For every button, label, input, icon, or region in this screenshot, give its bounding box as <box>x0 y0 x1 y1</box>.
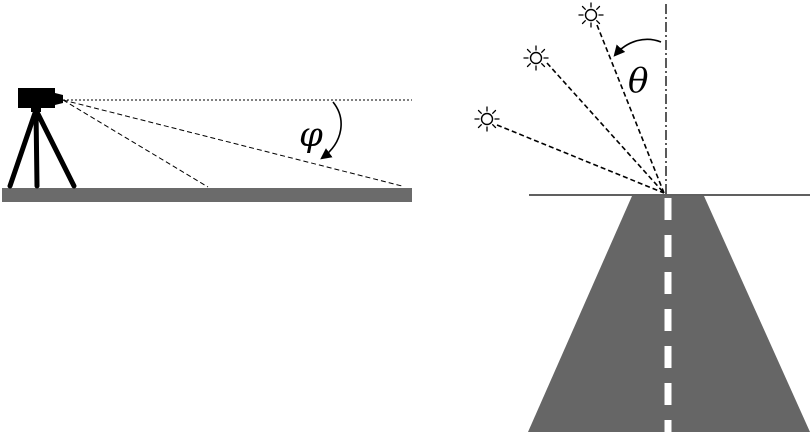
sun-icon <box>474 106 500 132</box>
sun-icon <box>578 2 604 28</box>
sight-line-far <box>62 99 403 187</box>
angle-label-phi: φ <box>299 115 323 155</box>
camera-on-tripod-icon <box>7 88 77 189</box>
sight-line-near <box>62 99 209 188</box>
sun-icon <box>523 45 549 71</box>
phi-angle-arc <box>320 101 342 160</box>
sun-ray-high <box>596 24 665 194</box>
camera-panel: φ <box>2 88 412 202</box>
ground-slab <box>2 188 412 202</box>
angle-label-theta: θ <box>628 61 648 101</box>
sun-ray-low <box>496 124 665 194</box>
road-panel: θ <box>474 2 810 432</box>
theta-angle-arc <box>613 38 662 57</box>
sun-ray-mid <box>546 62 665 194</box>
